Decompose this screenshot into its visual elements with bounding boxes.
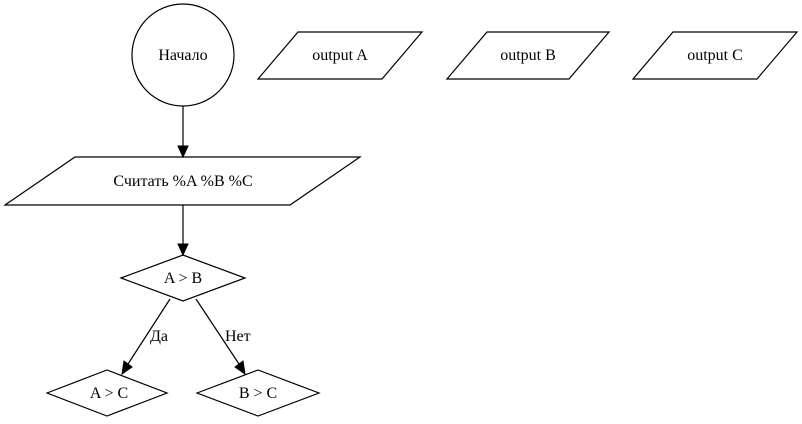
no-label: Нет (225, 328, 251, 345)
output-a-label: output A (312, 47, 368, 64)
node-a-gt-b: A > B (119, 254, 247, 302)
edge-read-to-a-gt-b (177, 205, 189, 257)
edge-yes: Да (121, 298, 171, 376)
a-gt-b-label: A > B (164, 270, 202, 287)
output-a-shape (256, 31, 424, 80)
node-output-b: output B (445, 31, 611, 80)
output-c-label: output C (687, 47, 743, 64)
arrowhead-icon (121, 360, 133, 376)
arrowhead-icon (234, 360, 246, 376)
node-output-c: output C (631, 31, 799, 80)
a-gt-c-label: A > C (90, 385, 128, 402)
edge-start-to-read (177, 106, 189, 159)
node-start: Начало (131, 3, 235, 107)
read-shape (3, 156, 362, 206)
b-gt-c-label: B > C (239, 385, 277, 402)
yes-label: Да (150, 328, 168, 345)
node-read: Считать %A %B %C (3, 156, 362, 206)
node-a-gt-c: A > C (45, 369, 169, 417)
start-label: Начало (158, 47, 207, 64)
output-b-shape (445, 31, 611, 80)
node-output-a: output A (256, 31, 424, 80)
read-label: Считать %A %B %C (113, 173, 252, 190)
arrowhead-icon (177, 243, 189, 257)
output-b-label: output B (500, 47, 556, 64)
edge-no: Нет (195, 298, 251, 376)
node-b-gt-c: B > C (195, 369, 321, 417)
b-gt-c-diamond (195, 369, 321, 417)
arrowhead-icon (177, 145, 189, 159)
a-gt-b-diamond (119, 254, 247, 302)
output-c-shape (631, 31, 799, 80)
a-gt-c-diamond (45, 369, 169, 417)
